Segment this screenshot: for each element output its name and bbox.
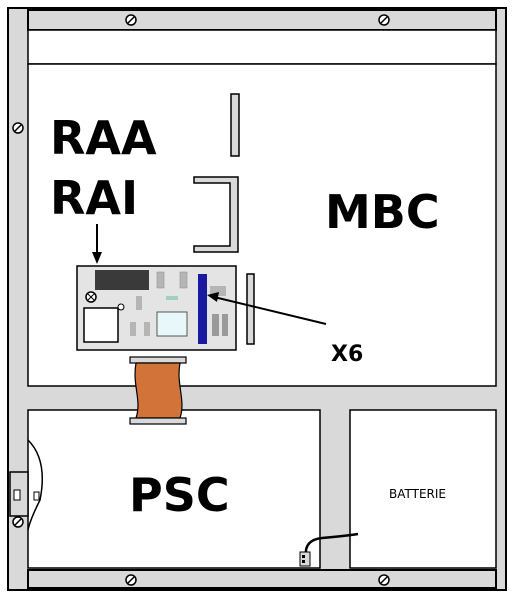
- screw-icon: [378, 574, 390, 586]
- bracket: [193, 176, 239, 253]
- label-psc: PSC: [129, 468, 230, 522]
- screw-icon: [125, 14, 137, 26]
- upper-band: [27, 29, 497, 65]
- screw-icon: [12, 516, 24, 528]
- mounting-slot: [246, 273, 255, 345]
- x6-connector: [198, 274, 207, 344]
- top-rail: [27, 9, 497, 31]
- screw-icon: [378, 14, 390, 26]
- battery-cable: [299, 532, 359, 567]
- label-mbc: MBC: [325, 185, 440, 239]
- arrow-down-icon: [92, 224, 102, 264]
- label-x6: X6: [331, 342, 363, 367]
- latch-icon: [9, 439, 43, 531]
- arrow-x6-icon: [207, 292, 327, 325]
- bottom-rail: [27, 569, 497, 589]
- screw-icon: [12, 122, 24, 134]
- circuit-board: [76, 265, 237, 351]
- screw-icon: [125, 574, 137, 586]
- battery-area: [349, 409, 497, 569]
- mounting-slot: [230, 93, 240, 157]
- label-batterie: BATTERIE: [389, 487, 446, 501]
- ribbon-cable: [129, 356, 187, 425]
- label-rai: RAI: [50, 171, 138, 225]
- label-raa: RAA: [50, 111, 157, 165]
